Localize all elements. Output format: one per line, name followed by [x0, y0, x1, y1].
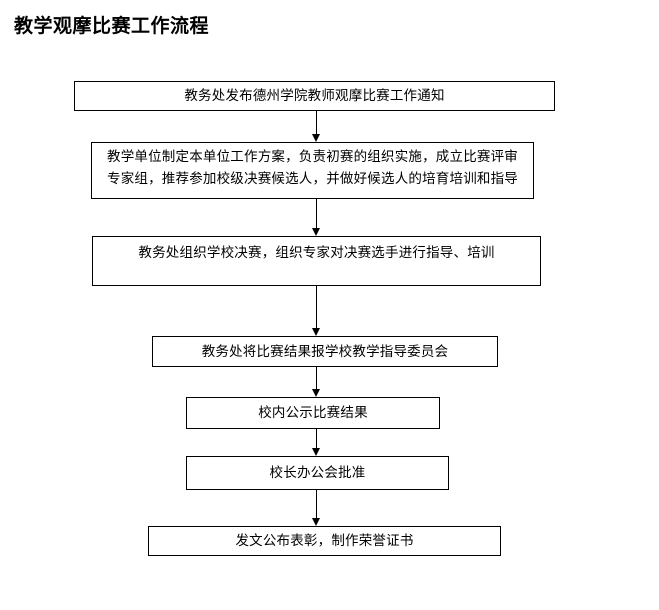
flow-node-report-results[interactable]: 教务处将比赛结果报学校教学指导委员会 [152, 336, 498, 367]
flow-node-unit-work-plan[interactable]: 教学单位制定本单位工作方案，负责初赛的组织实施，成立比赛评审 专家组，推荐参加校… [91, 142, 534, 199]
connector-line [316, 429, 317, 448]
arrowhead-down-icon [312, 448, 320, 456]
flow-node-label: 教学单位制定本单位工作方案，负责初赛的组织实施，成立比赛评审 专家组，推荐参加校… [107, 149, 518, 187]
flow-node-label: 校长办公会批准 [269, 465, 366, 481]
connector-line [316, 490, 317, 518]
page-title: 教学观摩比赛工作流程 [14, 15, 210, 37]
flow-node-label: 发文公布表彰，制作荣誉证书 [235, 533, 414, 549]
connector-line [316, 111, 317, 134]
arrowhead-down-icon [312, 228, 320, 236]
arrowhead-down-icon [312, 389, 320, 397]
flow-node-notice-publication[interactable]: 教务处发布德州学院教师观摩比赛工作通知 [74, 81, 555, 111]
flow-node-label: 教务处组织学校决赛，组织专家对决赛选手进行指导、培训 [138, 245, 495, 261]
flow-node-public-announcement[interactable]: 校内公示比赛结果 [186, 397, 440, 429]
connector-line [316, 286, 317, 328]
flow-connector-4 [312, 367, 320, 397]
arrowhead-down-icon [312, 134, 320, 142]
connector-line [316, 199, 317, 228]
flow-node-label: 教务处将比赛结果报学校教学指导委员会 [201, 343, 449, 360]
flow-node-issue-commendation[interactable]: 发文公布表彰，制作荣誉证书 [148, 526, 501, 556]
flow-connector-2 [312, 199, 320, 236]
connector-line [316, 367, 317, 389]
flow-node-school-final-organization[interactable]: 教务处组织学校决赛，组织专家对决赛选手进行指导、培训 [92, 236, 541, 286]
flow-node-label: 校内公示比赛结果 [258, 405, 368, 421]
flow-connector-6 [312, 490, 320, 526]
arrowhead-down-icon [312, 518, 320, 526]
flow-node-president-office-approval[interactable]: 校长办公会批准 [186, 456, 449, 490]
flow-connector-3 [312, 286, 320, 336]
flow-node-label: 教务处发布德州学院教师观摩比赛工作通知 [184, 88, 445, 104]
arrowhead-down-icon [312, 328, 320, 336]
flow-connector-1 [312, 111, 320, 142]
flow-connector-5 [312, 429, 320, 456]
